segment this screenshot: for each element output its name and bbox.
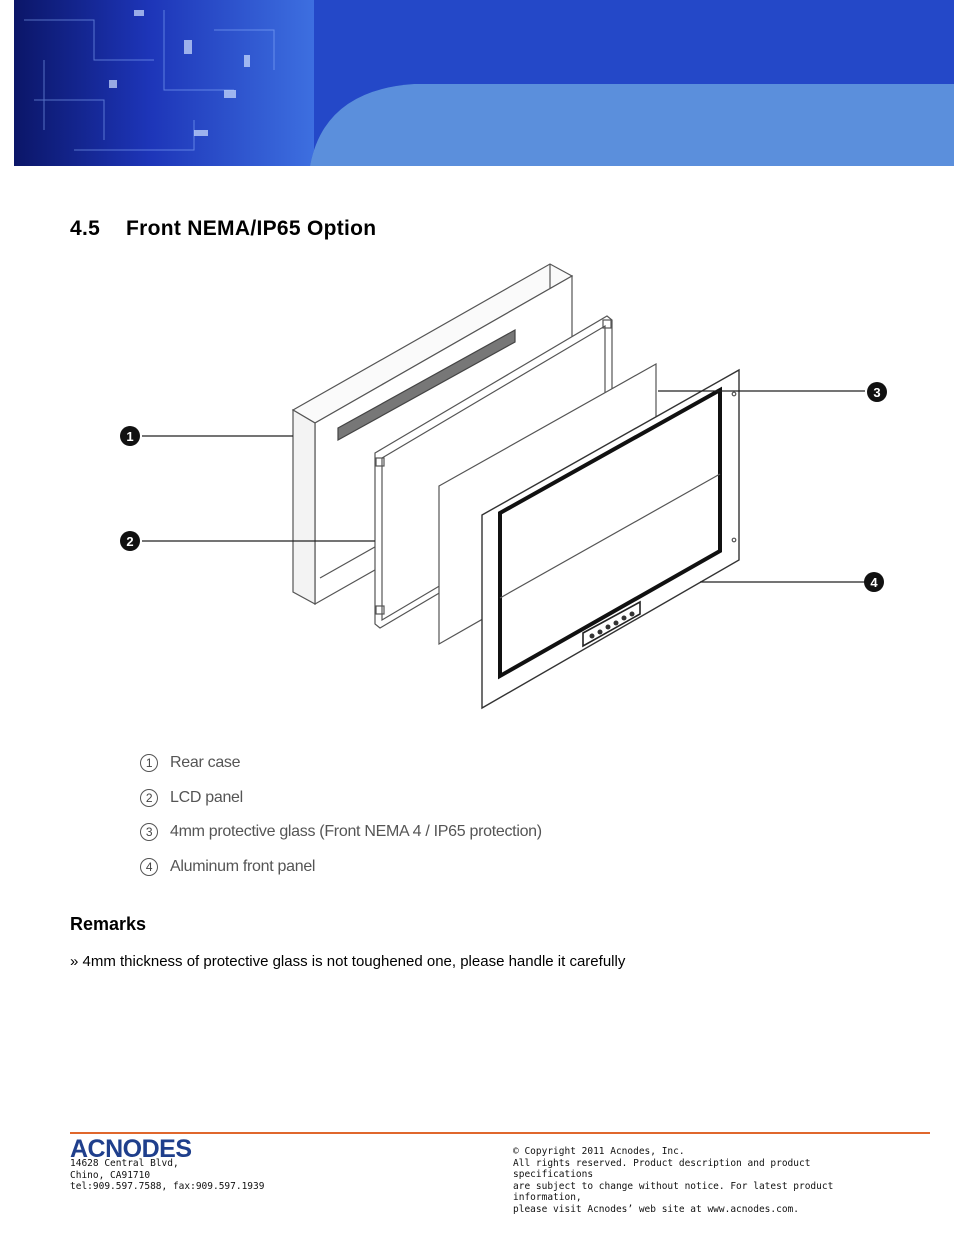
acnodes-logo: ACNODES (70, 1135, 192, 1160)
remarks-text: » 4mm thickness of protective glass is n… (70, 953, 626, 970)
exploded-view-diagram: 1 2 3 4 (120, 263, 887, 710)
section-number: 4.5 (70, 217, 101, 240)
address-line: 14628 Central Blvd, (70, 1158, 179, 1169)
callout-1: 1 (120, 426, 140, 446)
copyright-line: are subject to change without notice. Fo… (513, 1180, 834, 1204)
footer-divider (70, 1132, 930, 1134)
legend-item-lcd-panel: 2 LCD panel (140, 788, 542, 808)
header-graphic (14, 0, 954, 166)
copyright-line: All rights reserved. Product description… (513, 1157, 811, 1181)
copyright-line: © Copyright 2011 Acnodes, Inc. (513, 1146, 685, 1157)
callout-4: 4 (864, 572, 884, 592)
callout-2: 2 (120, 531, 140, 551)
legend-label: LCD panel (170, 788, 243, 806)
section-heading: 4.5 Front NEMA/IP65 Option (70, 217, 376, 241)
copyright-line: please visit Acnodes’ web site at www.ac… (513, 1203, 799, 1215)
legend-number: 3 (140, 823, 158, 841)
front-panel-drawing (481, 368, 740, 710)
callout-3: 3 (867, 382, 887, 402)
legend-number: 4 (140, 857, 158, 876)
svg-text:3: 3 (873, 385, 880, 400)
parts-legend: 1 Rear case 2 LCD panel 3 4mm protective… (140, 753, 542, 891)
copyright-notice: © Copyright 2011 Acnodes, Inc. All right… (513, 1146, 883, 1215)
company-address: 14628 Central Blvd, Chino, CA91710 tel:9… (70, 1158, 264, 1193)
svg-text:ACNODES: ACNODES (70, 1135, 192, 1160)
remarks-heading: Remarks (70, 914, 147, 934)
svg-text:2: 2 (126, 534, 133, 549)
svg-text:4: 4 (870, 575, 878, 590)
legend-label: Rear case (170, 754, 241, 771)
legend-item-rear-case: 1 Rear case (140, 753, 542, 773)
legend-label: 4mm protective glass (Front NEMA 4 / IP6… (170, 823, 542, 840)
contact-line: tel:909.597.7588, fax:909.597.1939 (70, 1181, 265, 1192)
address-line: Chino, CA91710 (70, 1169, 151, 1181)
legend-item-protective-glass: 3 4mm protective glass (Front NEMA 4 / I… (140, 822, 542, 842)
section-title: Front NEMA/IP65 Option (126, 217, 377, 240)
legend-number: 2 (140, 788, 158, 807)
legend-item-front-panel: 4 Aluminum front panel (140, 857, 542, 877)
page-header-banner (14, 0, 954, 166)
legend-number: 1 (140, 754, 158, 772)
svg-text:1: 1 (126, 429, 133, 444)
legend-label: Aluminum front panel (170, 857, 316, 875)
